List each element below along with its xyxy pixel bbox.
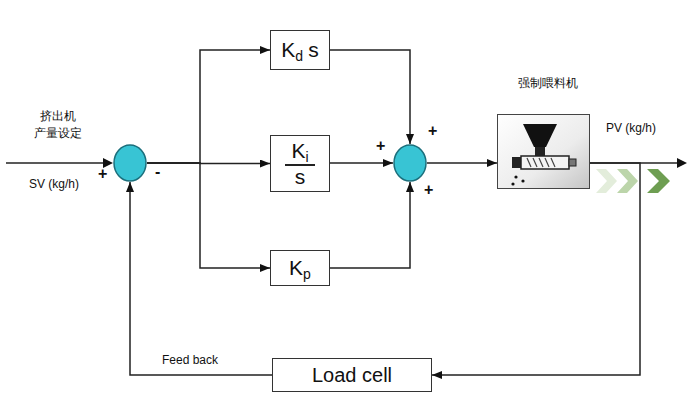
- gain-symbol: K: [291, 139, 305, 163]
- gain-expression: Kds: [281, 38, 318, 62]
- gain-box: Kp: [270, 250, 330, 286]
- hopper-icon: [523, 124, 557, 147]
- flow-chevron: [617, 169, 638, 193]
- fraction: Kis: [285, 139, 314, 188]
- gain-box: Kds: [270, 30, 330, 70]
- pellet-dot: [514, 175, 517, 178]
- sensor-box: Load cell: [272, 358, 432, 392]
- summing-junction: +-: [113, 144, 147, 182]
- subscript: i: [305, 149, 308, 165]
- pellet-dot: [511, 182, 514, 185]
- junction-circle: [393, 144, 427, 182]
- subscript: p: [303, 266, 311, 282]
- summing-junction: +++: [393, 144, 427, 182]
- gain-symbol: s: [308, 38, 319, 62]
- feeder-panel: [497, 114, 590, 189]
- signal-connector: [130, 182, 272, 375]
- flow-chevron: [647, 169, 670, 193]
- output-arrowhead: [677, 158, 687, 168]
- signal-connector: [147, 50, 270, 163]
- signal-connector: [330, 50, 410, 144]
- screw-barrel: [521, 156, 569, 169]
- screw-flights: [527, 158, 555, 167]
- sign-symbol: +: [98, 166, 107, 182]
- box-label: Load cell: [312, 364, 392, 387]
- signal-label: 挤出机 产量设定: [22, 108, 94, 142]
- feeder-motor: [512, 157, 521, 168]
- signal-connector: [330, 182, 410, 268]
- gain-box: Kis: [270, 135, 330, 192]
- sign-symbol: -: [155, 164, 160, 180]
- signal-connector: [427, 162, 497, 164]
- gain-symbol: K: [289, 256, 303, 280]
- pellet-dot: [521, 179, 524, 182]
- signal-label: SV (kg/h): [29, 177, 79, 191]
- denominator: s: [295, 166, 306, 188]
- numerator: Ki: [285, 139, 314, 166]
- signal-connector: [147, 163, 270, 268]
- signal-connector: [432, 163, 640, 375]
- subscript: d: [295, 48, 303, 64]
- input-line: [6, 162, 104, 164]
- box-content: Load cell: [312, 364, 392, 387]
- gain-expression: Kp: [289, 256, 311, 280]
- signal-connector: [330, 162, 393, 164]
- junction-circle: [113, 144, 147, 182]
- hopper-neck: [535, 147, 545, 156]
- sign-symbol: +: [376, 138, 385, 154]
- gain-symbol: K: [281, 38, 295, 62]
- sign-symbol: +: [428, 123, 437, 139]
- signal-label: PV (kg/h): [606, 121, 656, 135]
- feeder-box: 强制喂料机: [497, 114, 590, 189]
- box-heading: 强制喂料机: [518, 75, 578, 92]
- sign-symbol: +: [424, 182, 433, 198]
- flow-chevron: [596, 169, 617, 193]
- edge-label: Feed back: [160, 353, 220, 367]
- barrel-end: [569, 159, 576, 166]
